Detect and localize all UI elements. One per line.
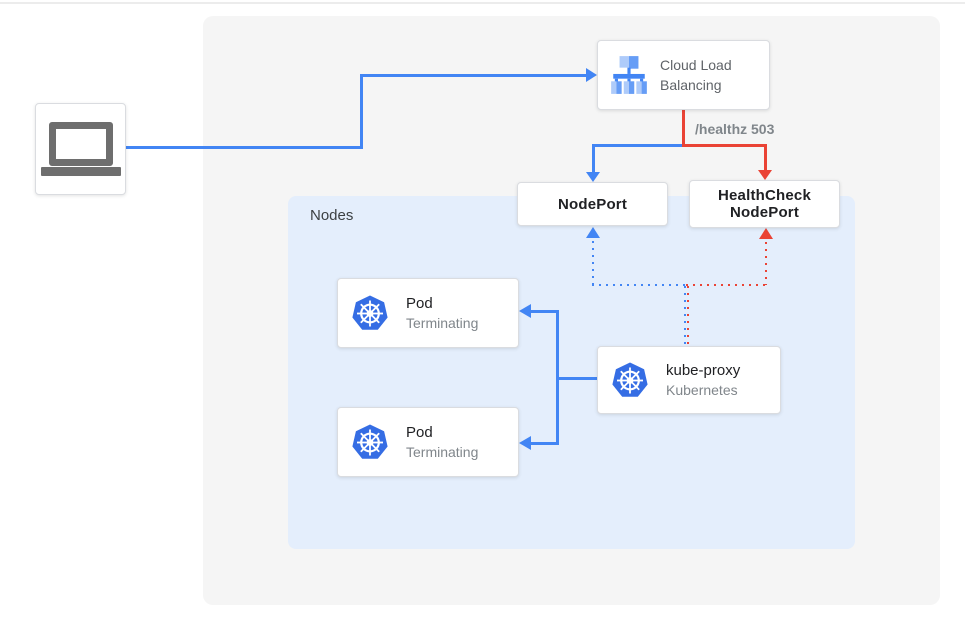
kube-proxy-box: kube-proxy Kubernetes [597, 346, 781, 414]
edge-dotted-blue-horizontal [592, 284, 686, 286]
laptop-screen [48, 122, 113, 166]
edge-branch-red-vertical [764, 144, 767, 171]
nodes-group-label: Nodes [310, 207, 354, 224]
arrowhead-into-pod2 [519, 436, 531, 450]
edge-client-lb-top [360, 74, 586, 77]
edge-branch-blue-vertical [592, 144, 595, 173]
edge-dotted-red-vertical [765, 242, 767, 285]
kube-proxy-subtitle: Kubernetes [666, 382, 738, 398]
arrowhead-dotted-into-nodeport [586, 227, 600, 238]
kubernetes-icon [352, 295, 388, 330]
edge-to-pod1 [531, 310, 557, 313]
pod1-title: Pod [406, 295, 433, 312]
edge-to-pod2 [531, 442, 557, 445]
kubernetes-icon [352, 424, 388, 459]
kube-proxy-text: kube-proxy Kubernetes [666, 360, 740, 400]
nodeport-box: NodePort [517, 182, 668, 226]
kubernetes-icon [612, 362, 648, 397]
pod2-title: Pod [406, 424, 433, 441]
edge-client-lb-horizontal [126, 146, 362, 149]
edge-branch-blue-horizontal [592, 144, 684, 147]
arrowhead-into-healthcheck-nodeport [758, 170, 772, 180]
laptop-base [40, 167, 121, 176]
pod2-status: Terminating [406, 444, 479, 460]
edge-branch-red-horizontal [682, 144, 766, 147]
pod1-text: Pod Terminating [406, 293, 478, 333]
arrowhead-dotted-into-healthcheck-nodeport [759, 228, 773, 239]
healthcheck-nodeport-box: HealthCheck NodePort [689, 180, 840, 228]
healthz-503-label: /healthz 503 [695, 121, 775, 137]
edge-client-lb-vertical [360, 74, 363, 149]
top-divider [0, 2, 965, 4]
arrowhead-into-pod1 [519, 304, 531, 318]
edge-dotted-blue-from-kube-proxy [684, 286, 686, 347]
laptop-icon [40, 122, 121, 176]
clb-label-line2: Balancing [660, 77, 722, 93]
edge-dotted-red-from-kube-proxy [687, 286, 689, 347]
pod1-box: Pod Terminating [337, 278, 519, 348]
nodeport-label: NodePort [557, 195, 628, 213]
cloud-load-balancing-box: Cloud Load Balancing [597, 40, 770, 110]
arrowhead-into-load-balancer [586, 68, 597, 82]
cloud-load-balancing-label: Cloud Load Balancing [660, 55, 732, 95]
edge-dotted-red-horizontal [686, 284, 766, 286]
pod2-box: Pod Terminating [337, 407, 519, 477]
clb-label-line1: Cloud Load [660, 57, 732, 73]
healthcheck-label-line2: NodePort [729, 204, 800, 221]
edge-dotted-blue-vertical [592, 241, 594, 285]
edge-kubeproxy-out [556, 377, 597, 380]
arrowhead-into-nodeport [586, 172, 600, 182]
healthcheck-label-line1: HealthCheck [717, 187, 812, 204]
kube-proxy-title: kube-proxy [666, 362, 741, 379]
cloud-load-balancer-icon [611, 56, 647, 94]
edge-kubeproxy-pods-vertical [556, 310, 559, 445]
client-box [35, 103, 126, 195]
edge-lb-down-red [682, 110, 685, 146]
pod2-text: Pod Terminating [406, 422, 478, 462]
pod1-status: Terminating [406, 315, 479, 331]
